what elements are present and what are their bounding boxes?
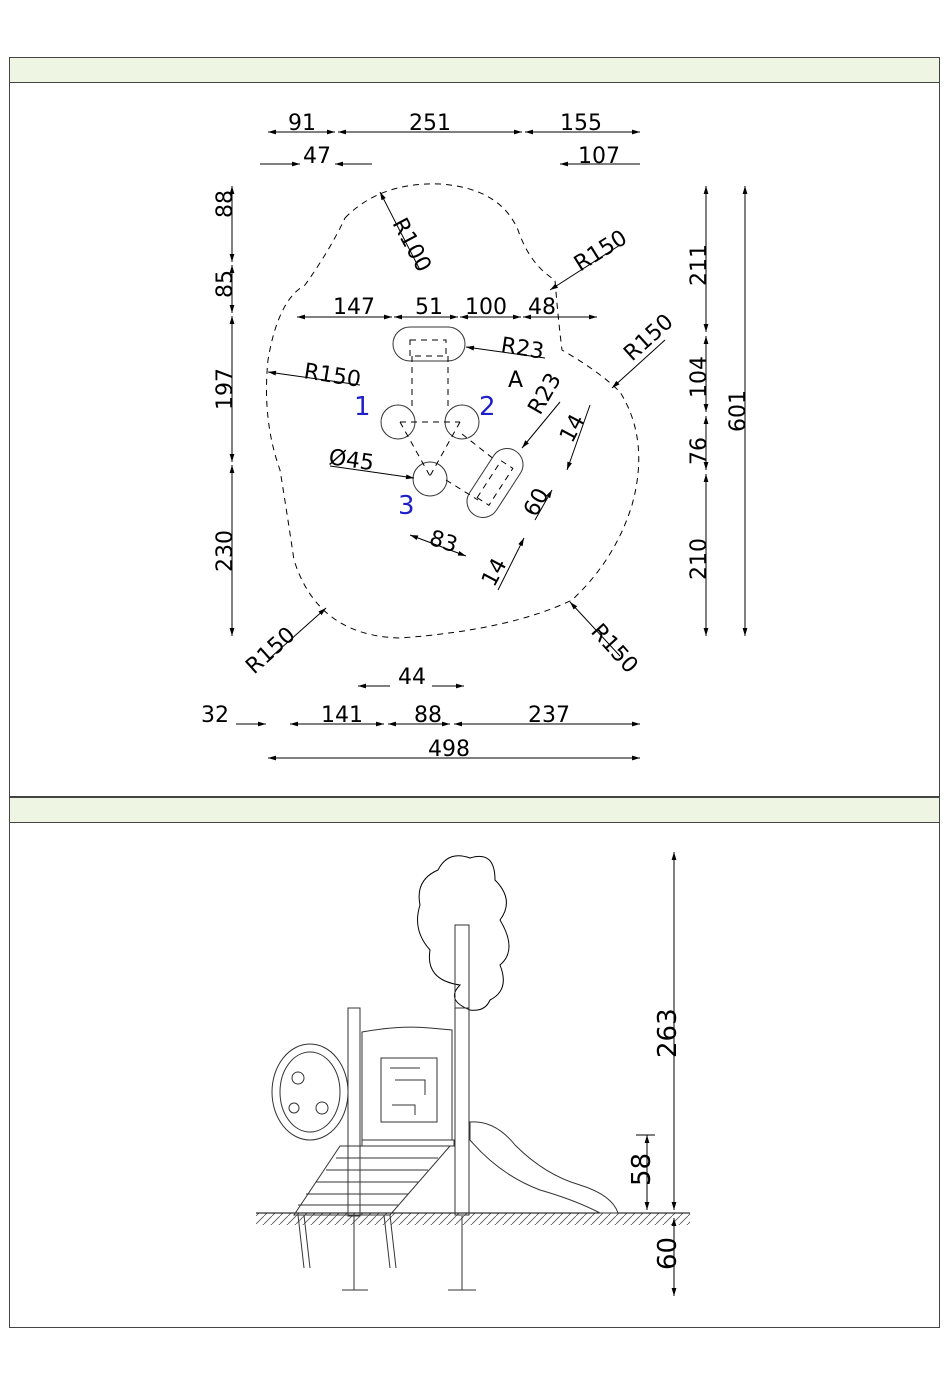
foundations bbox=[342, 1216, 476, 1290]
dim-inner-51: 51 bbox=[415, 295, 443, 320]
dim-bottom-141: 141 bbox=[321, 703, 363, 728]
radius-r23-side: R23 bbox=[524, 369, 567, 419]
elevation-dimension-lines bbox=[636, 852, 674, 1296]
tree-panel-outline bbox=[418, 856, 509, 1011]
tall-post bbox=[455, 925, 469, 1215]
dim-inner-14-bottom: 14 bbox=[477, 554, 512, 590]
dim-bottom-88: 88 bbox=[414, 703, 442, 728]
dim-inner-83: 83 bbox=[426, 526, 460, 558]
post-label-3: 3 bbox=[398, 491, 415, 521]
radius-r100: R100 bbox=[387, 214, 436, 276]
slide bbox=[470, 1122, 618, 1213]
left-post bbox=[348, 1008, 360, 1216]
dim-height-263: 263 bbox=[653, 1008, 683, 1058]
dim-right-601: 601 bbox=[726, 390, 751, 432]
post-label-2: 2 bbox=[479, 392, 496, 422]
dim-right-210: 210 bbox=[687, 538, 712, 580]
radius-r150-bottom-right: R150 bbox=[586, 619, 643, 678]
dim-inner-100: 100 bbox=[465, 295, 507, 320]
dim-left-85: 85 bbox=[213, 270, 238, 298]
diameter-45: Ø45 bbox=[327, 445, 375, 476]
wheel-panel bbox=[272, 1044, 348, 1140]
dim-bottom-32: 32 bbox=[201, 703, 229, 728]
point-label-a: A bbox=[508, 368, 523, 393]
dim-top-91: 91 bbox=[288, 111, 316, 136]
dim-bottom-44: 44 bbox=[398, 665, 426, 690]
dim-left-230: 230 bbox=[213, 530, 238, 572]
radius-r150-right: R150 bbox=[619, 310, 678, 367]
dim-right-76: 76 bbox=[687, 437, 712, 465]
dim-right-104: 104 bbox=[687, 356, 712, 398]
dim-right-211: 211 bbox=[687, 244, 712, 286]
dim-height-58: 58 bbox=[627, 1153, 657, 1186]
dim-top-47: 47 bbox=[303, 144, 331, 169]
dim-depth-60: 60 bbox=[653, 1237, 683, 1270]
radius-r150-left: R150 bbox=[302, 359, 362, 393]
ramp bbox=[294, 1146, 450, 1268]
dim-top-107: 107 bbox=[578, 144, 620, 169]
maze-panel bbox=[362, 1027, 452, 1140]
dim-top-251: 251 bbox=[409, 111, 451, 136]
radius-r150-bottom-left: R150 bbox=[241, 623, 300, 680]
dim-bottom-237: 237 bbox=[528, 703, 570, 728]
dim-bottom-498: 498 bbox=[428, 737, 470, 762]
dim-inner-48: 48 bbox=[528, 295, 556, 320]
dim-inner-14-top: 14 bbox=[555, 410, 590, 446]
radius-r23-top: R23 bbox=[499, 333, 546, 364]
post-label-1: 1 bbox=[354, 392, 371, 422]
dim-left-197: 197 bbox=[213, 368, 238, 410]
radius-r150-top-right: R150 bbox=[570, 226, 632, 278]
dim-top-155: 155 bbox=[560, 111, 602, 136]
dim-inner-147: 147 bbox=[333, 295, 375, 320]
dim-inner-60: 60 bbox=[519, 484, 554, 520]
dim-left-88: 88 bbox=[213, 190, 238, 218]
